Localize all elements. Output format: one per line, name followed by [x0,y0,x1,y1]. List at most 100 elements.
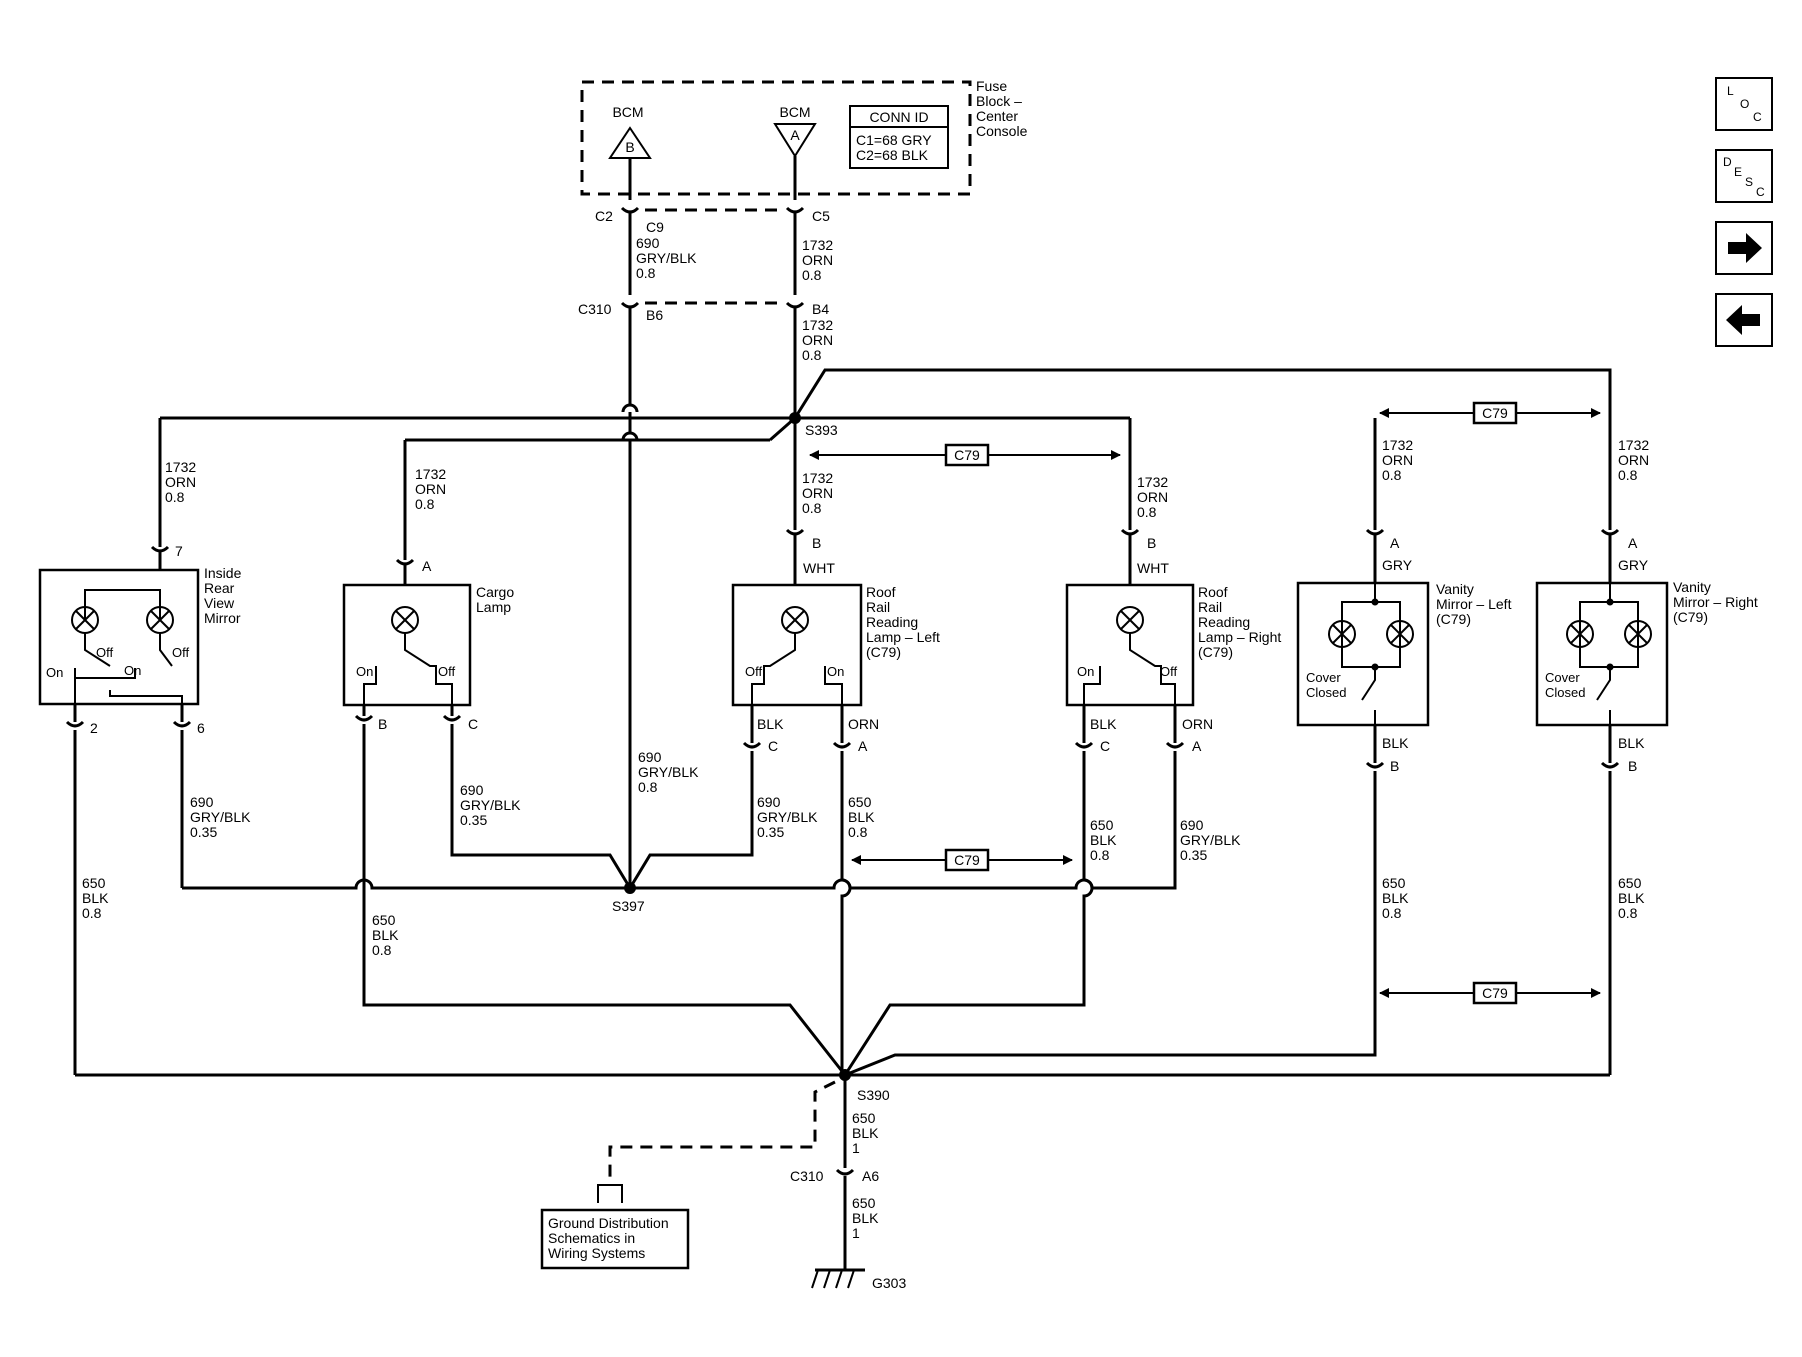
vanity-right-bulb-1-icon [1566,620,1594,648]
vanity-left-label-3: (C79) [1436,611,1471,627]
splice-s393-dot [789,412,801,424]
vanity-left-wire-blk: BLK [1382,735,1409,751]
c79-tag-vanity-top-label: C79 [1482,405,1508,421]
wire-690-center-circuit: 690 [638,749,662,765]
wire-1732-mirror-circuit: 1732 [165,459,196,475]
cargo-pin-c: C [468,716,478,732]
c79-tag-roof [944,443,990,467]
roof-left-label-5: (C79) [866,644,901,660]
wire-690-mirror-color: GRY/BLK [190,809,251,825]
wire-650-roof-right-color: BLK [1090,832,1117,848]
splice-s393: S393 [805,422,838,438]
desc-letter-d: D [1723,155,1732,169]
conn-c5: C5 [812,208,830,224]
vanity-left-bulb-2-icon [1386,620,1414,648]
c79-tag-vanity-bottom [1472,981,1518,1005]
back-button[interactable] [1715,293,1773,347]
roof-left-pin-a: A [858,738,868,754]
wire-650-mirror-circuit: 650 [82,875,106,891]
wire-690-roof-right-circuit: 690 [1180,817,1204,833]
conn-c310-bottom: C310 [790,1168,824,1184]
desc-button[interactable]: D E S C [1715,149,1773,203]
roof-right-pin-b: B [1147,535,1156,551]
conn-c9: C9 [646,219,664,235]
fuse-block-label-3: Center [976,108,1018,124]
wire-650-s390-size: 1 [852,1140,860,1156]
wire-1732-roof-right-size: 0.8 [1137,504,1157,520]
conn-id-title: CONN ID [869,109,928,125]
wire-650-mirror-size: 0.8 [82,905,102,921]
wire-690-roof-left-color: GRY/BLK [757,809,818,825]
ground-note-line-3: Wiring Systems [548,1245,645,1261]
roof-left-pin-b: B [812,535,821,551]
ground-g303: G303 [872,1275,906,1291]
wire-690-roof-right-color: GRY/BLK [1180,832,1241,848]
wire-650-g303-color: BLK [852,1210,879,1226]
wire-690-roof-left-circuit: 690 [757,794,781,810]
wire-650-s390-circuit: 650 [852,1110,876,1126]
bcm-a-title: BCM [779,104,810,120]
vanity-right-switch-2: Closed [1545,685,1585,700]
mirror-label-3: View [204,595,235,611]
wire-1732-cargo-size: 0.8 [415,496,435,512]
wire-690-mirror-circuit: 690 [190,794,214,810]
roof-left-label-4: Lamp – Left [866,629,940,645]
conn-id-c1: C1=68 GRY [856,132,932,148]
desc-letter-c: C [1756,185,1765,199]
s397-bus: S397 690 GRY/BLK 0.35 690 GRY/BLK 0.35 6… [180,724,1241,914]
vanity-right-wire-blk: BLK [1618,735,1645,751]
vanity-right-switch-1: Cover [1545,670,1580,685]
vanity-right-label-1: Vanity [1673,579,1711,595]
c79-tag-middle-label: C79 [954,852,980,868]
cargo-pin-b: B [378,716,387,732]
top-feeds: C2 C9 C5 C310 B6 B4 690 GRY/BLK 0.8 1732… [578,156,833,888]
wire-1732-b4-circuit: 1732 [802,317,833,333]
splice-s397: S397 [612,898,645,914]
vanity-right-label-2: Mirror – Right [1673,594,1758,610]
conn-id-box [849,105,949,169]
wire-1732-vanity-right-size: 0.8 [1618,467,1638,483]
vanity-right-bulb-2-icon [1624,620,1652,648]
loc-button[interactable]: L O C [1715,77,1773,131]
wire-690-center-size: 0.8 [638,779,658,795]
ground-g303-icon [811,1268,865,1289]
roof-left-wire-orn: ORN [848,716,879,732]
next-button[interactable] [1715,221,1773,275]
wire-650-vanity-right-circuit: 650 [1618,875,1642,891]
desc-letter-e: E [1734,165,1742,179]
mirror-pin-6: 6 [197,720,205,736]
roof-right-label-5: (C79) [1198,644,1233,660]
wire-650-vanity-left-color: BLK [1382,890,1409,906]
wire-690-top-circuit: 690 [636,235,660,251]
bcm-b-pin: B [625,139,634,155]
mirror-label-2: Rear [204,580,235,596]
wire-690-cargo-color: GRY/BLK [460,797,521,813]
roof-left-wire-blk: BLK [757,716,784,732]
wire-650-mirror-color: BLK [82,890,109,906]
mirror-label-4: Mirror [204,610,241,626]
wire-650-cargo-size: 0.8 [372,942,392,958]
cargo-off: Off [438,664,455,679]
ground-distribution-note[interactable] [540,1208,690,1270]
roof-right-on: On [1077,664,1094,679]
wire-1732-vanity-left-color: ORN [1382,452,1413,468]
wire-650-roof-left-circuit: 650 [848,794,872,810]
cargo-on: On [356,664,373,679]
vanity-right-pin-b: B [1628,758,1637,774]
roof-right-label-4: Lamp – Right [1198,629,1281,645]
mirror-off-2: Off [172,645,189,660]
fuse-block-center-console: Fuse Block – Center Console BCM B BCM A … [580,78,1028,196]
ground-note-line-1: Ground Distribution [548,1215,669,1231]
vanity-mirror-right: A GRY Vanity Mirror – Right (C79) Cover … [1535,528,1758,774]
wire-690-cargo-size: 0.35 [460,812,487,828]
fuse-block-label-2: Block – [976,93,1022,109]
vanity-left-pin-a: A [1390,535,1400,551]
vanity-right-label-3: (C79) [1673,609,1708,625]
wire-1732-b4-color: ORN [802,332,833,348]
conn-c2: C2 [595,208,613,224]
wire-650-vanity-left-circuit: 650 [1382,875,1406,891]
c79-tag-vanity-bottom-label: C79 [1482,985,1508,1001]
vanity-left-pin-b: B [1390,758,1399,774]
roof-left-label-2: Rail [866,599,890,615]
